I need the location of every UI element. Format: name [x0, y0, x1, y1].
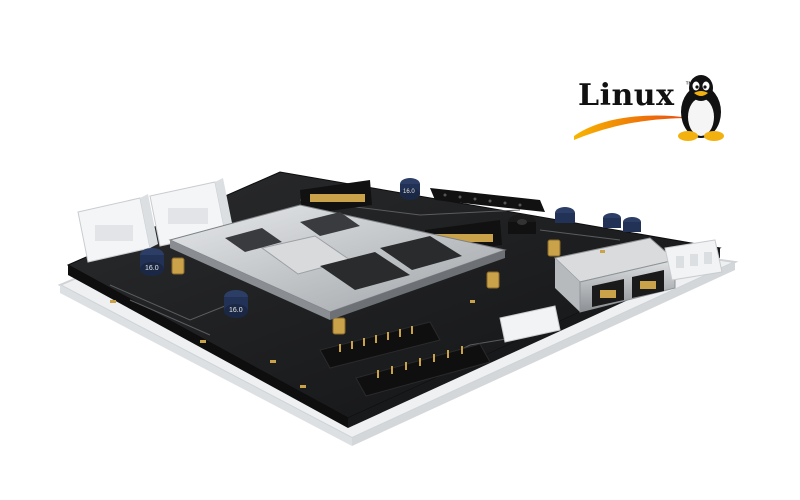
capacitors: 16.0 16.0 16.0: [140, 178, 641, 318]
tux-penguin-icon: [678, 75, 724, 141]
main-pcb-edge: [68, 265, 348, 428]
capacitor-label: 16.0: [229, 307, 243, 314]
core-module-edge-right: [330, 250, 505, 320]
dual-ethernet-port: [553, 237, 677, 313]
module-chips: [225, 212, 462, 290]
capacitor: 16.0: [140, 248, 164, 276]
smd-components: [110, 250, 605, 388]
linux-logo-text: Linux: [578, 78, 675, 113]
acrylic-base-edge-right: [352, 262, 735, 446]
pin-headers: [319, 321, 491, 397]
power-connectors: [499, 239, 723, 343]
logo-swoosh: [574, 115, 690, 140]
acrylic-base-edge: [60, 285, 352, 446]
trademark-symbol: ™: [685, 80, 693, 89]
capacitor-label: 16.0: [403, 189, 415, 195]
capacitor: 16.0: [400, 178, 420, 200]
capacitor-label: 16.0: [145, 265, 159, 272]
linux-logo: Linux ™: [572, 72, 732, 144]
gpio-header: [430, 188, 545, 212]
core-module-edge: [170, 240, 330, 320]
capacitor: 16.0: [224, 290, 248, 318]
inductor: [508, 214, 536, 234]
